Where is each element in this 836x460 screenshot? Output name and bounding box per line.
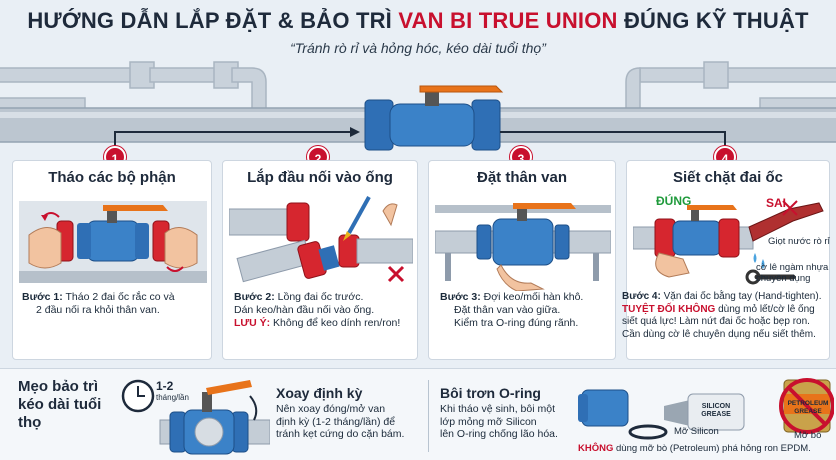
silicon-tube-icon <box>687 393 745 431</box>
place-valve-body-illustration <box>435 203 611 291</box>
petroleum-can-label: PETROLEUM GREASE <box>787 400 829 415</box>
glue-connector-illustration <box>229 196 413 283</box>
petroleum-warning: KHÔNG dùng mỡ bò (Petroleum) phá hỏng ro… <box>578 443 811 454</box>
step-3-description: Bước 3: Đợi keo/mối hàn khô. Đặt thân va… <box>440 291 584 329</box>
tips-heading: Mẹo bảo trì kéo dài tuổi thọ <box>18 378 102 431</box>
grease-tip-title: Bôi trơn O-ring <box>440 385 541 401</box>
rotate-tip-title: Xoay định kỳ <box>276 385 363 401</box>
silicon-label: Mỡ Silicon <box>674 426 719 437</box>
silicon-tube-label: SILICON GREASE <box>701 403 731 418</box>
disassemble-illustration <box>19 201 207 283</box>
step-3-card: Đặt thân van <box>428 160 616 360</box>
step-1-description: Bước 1: Tháo 2 đai ốc rắc co và 2 đầu nố… <box>22 291 175 316</box>
tighten-nut-illustration <box>633 200 824 285</box>
step-4-description: Bước 4: Vặn đai ốc bằng tay (Hand-tighte… <box>622 291 822 340</box>
o-ring-icon <box>628 424 668 440</box>
tips-divider <box>428 380 429 452</box>
step-4-card: Siết chặt đai ốc <box>626 160 830 360</box>
rotate-valve-illustration <box>121 379 270 455</box>
step-3-title: Đặt thân van <box>476 169 567 186</box>
step-2-title: Lắp đầu nối vào ống <box>247 169 393 186</box>
step-1-card: Tháo các bộ phận <box>12 160 212 360</box>
clock-frequency: 1-2 <box>156 379 174 393</box>
step-4-title: Siết chặt đai ốc <box>672 169 784 186</box>
drip-label: Giọt nước rò rỉ <box>768 236 830 247</box>
step-2-description: Bước 2: Lồng đai ốc trước. Dán keo/hàn đ… <box>234 291 401 329</box>
correct-label: ĐÚNG <box>656 194 692 208</box>
wrong-label: SAI <box>766 196 787 210</box>
page-subtitle: “Tránh rò rỉ và hỏng hóc, kéo dài tuổi t… <box>290 40 546 56</box>
wrench-label: cờ lê ngàm nhựa chuyên dụng <box>756 262 829 284</box>
step-1-title: Tháo các bộ phận <box>48 169 176 186</box>
grease-tip-text: Khi tháo vệ sinh, bôi một lớp mỏng mỡ Si… <box>440 403 558 440</box>
hero-valve <box>364 85 504 151</box>
clock-frequency-unit: tháng/lần <box>156 393 189 402</box>
rotate-tip-text: Nên xoay đóng/mở van định kỳ (1-2 tháng/… <box>276 403 405 440</box>
page-title: HƯỚNG DẪN LẮP ĐẶT & BẢO TRÌ VAN BI TRUE … <box>27 8 809 33</box>
grease-illustration <box>578 378 834 440</box>
step-2-card: Lắp đầu nối vào ống <box>222 160 418 360</box>
petroleum-label: Mỡ bò <box>794 430 822 441</box>
